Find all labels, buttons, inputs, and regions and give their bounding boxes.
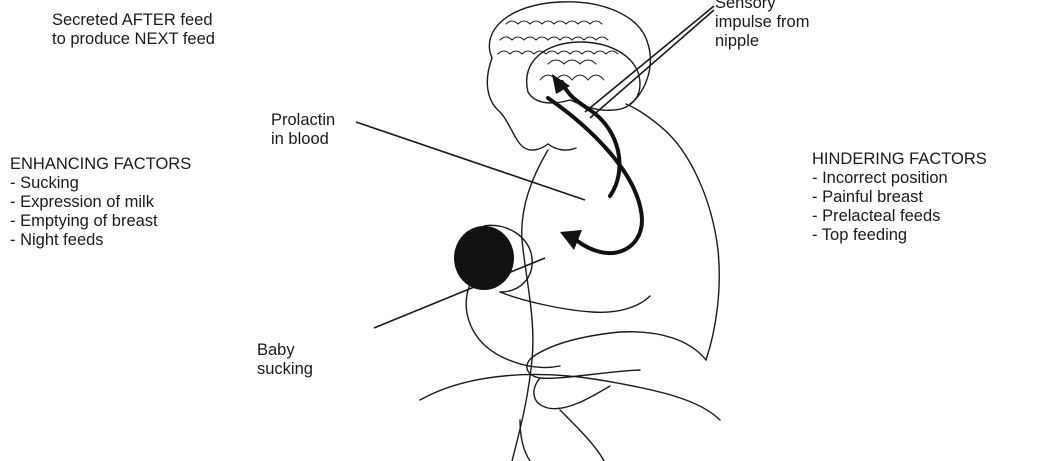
mother-hair-outline	[489, 2, 650, 104]
secreted-label-line-2: to produce NEXT feed	[52, 30, 215, 49]
enhancing-factors-list: ENHANCING FACTORS - Sucking - Expression…	[10, 155, 191, 250]
enhancing-item: - Emptying of breast	[10, 212, 191, 231]
sensory-impulse-label: Sensory impulse from nipple	[715, 0, 809, 51]
prolactin-pathway-arrow	[548, 98, 642, 253]
hindering-item: - Top feeding	[812, 226, 987, 245]
hindering-heading: HINDERING FACTORS	[812, 150, 987, 169]
mother-arm	[527, 332, 706, 379]
brain-folds	[540, 60, 604, 80]
hindering-factors-list: HINDERING FACTORS - Incorrect position -…	[812, 150, 987, 245]
enhancing-item: - Expression of milk	[10, 193, 191, 212]
baby-body	[466, 284, 650, 368]
prolactin-label: Prolactin in blood	[271, 111, 335, 149]
prolactin-leader-line	[356, 122, 585, 200]
secreted-label: Secreted AFTER feed to produce NEXT feed	[52, 11, 215, 49]
prolactin-label-line-1: Prolactin	[271, 111, 335, 130]
enhancing-heading: ENHANCING FACTORS	[10, 155, 191, 174]
hindering-item: - Incorrect position	[812, 169, 987, 188]
mother-lap	[420, 375, 720, 461]
mother-hair-texture	[498, 21, 618, 54]
baby-label-line-1: Baby	[257, 341, 313, 360]
enhancing-item: - Night feeds	[10, 231, 191, 250]
enhancing-item: - Sucking	[10, 174, 191, 193]
sensory-label-line-2: impulse from	[715, 13, 809, 32]
baby-head-hair	[454, 226, 514, 290]
sensory-label-line-3: nipple	[715, 32, 809, 51]
sensory-leader-line	[585, 6, 714, 112]
baby-sucking-label: Baby sucking	[257, 341, 313, 379]
secreted-label-line-1: Secreted AFTER feed	[52, 11, 215, 30]
sensory-leader-line-2	[590, 10, 714, 118]
prolactin-label-line-2: in blood	[271, 130, 335, 149]
mother-body-left	[512, 150, 548, 461]
sensory-label-line-1: Sensory	[715, 0, 809, 13]
mother-shoulder-right	[660, 126, 719, 360]
baby-label-line-2: sucking	[257, 360, 313, 379]
hindering-item: - Prelacteal feeds	[812, 207, 987, 226]
hindering-item: - Painful breast	[812, 188, 987, 207]
mother-hand	[534, 378, 610, 409]
mother-face	[487, 58, 548, 150]
